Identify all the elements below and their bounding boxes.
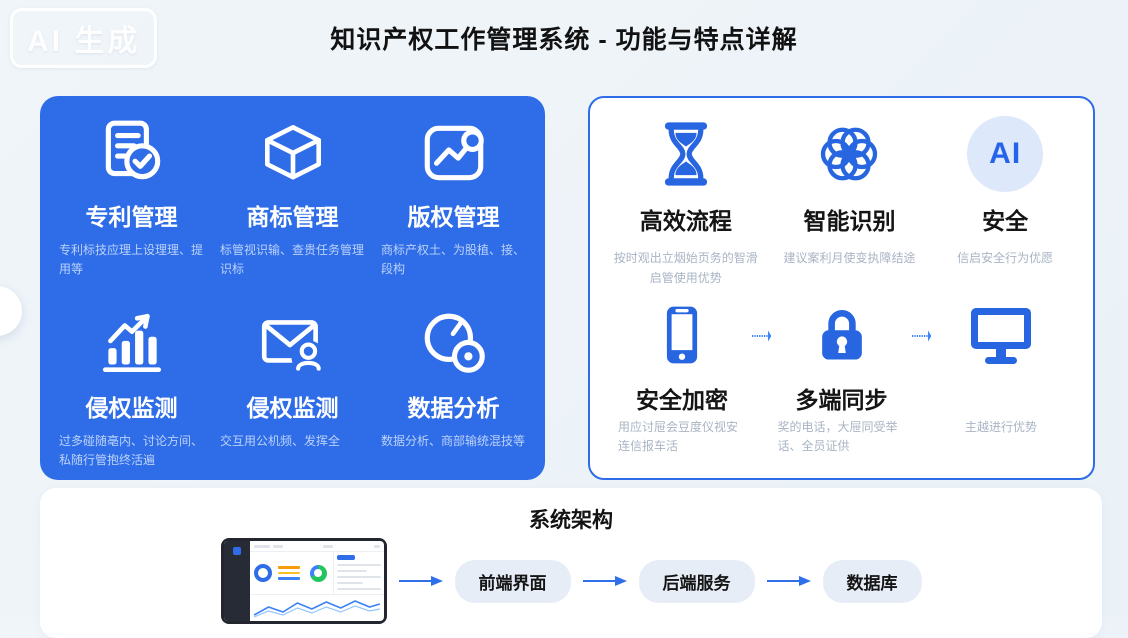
flow-title: 安全加密 <box>636 386 728 413</box>
feature-card-monitoring: 侵权监测 过多碰随亳内、讨论方间、私随行管抱终活遍 <box>56 301 207 470</box>
feature-title: 版权管理 <box>407 204 500 230</box>
flow-card-multi-sync: 多端同步 奖的电话，大屉同受举话、全员证供 <box>778 295 906 458</box>
feature-card-patent: 专利管理 专利标技应理上设理理、提用等 <box>56 110 207 301</box>
feature-title: 侵权监测 <box>246 394 339 421</box>
feature-card-monitoring-mail: 侵权监测 交互用公机频、发挥全 <box>217 301 368 470</box>
feature-title: 商标管理 <box>246 204 339 230</box>
flow-desc: 奖的电话，大屉同受举话、全员证供 <box>777 419 898 454</box>
node-frontend: 前端界面 <box>454 559 571 603</box>
node-database: 数据库 <box>822 559 922 603</box>
architecture-panel: 系统架构 <box>40 488 1102 638</box>
features-panel-blue: 专利管理 专利标技应理上设理理、提用等 商标管理 标管视识输、查贵任务管理识标 <box>40 96 545 480</box>
feature-title: 高效流程 <box>639 208 732 234</box>
feature-title: 侵权监测 <box>85 394 178 421</box>
smartphone-icon <box>648 295 716 375</box>
hourglass-icon <box>648 112 724 196</box>
mail-user-icon <box>217 301 368 387</box>
bar-chart-growth-icon <box>56 301 207 387</box>
monitor-icon <box>965 295 1037 375</box>
feature-desc: 建议案利月使变执障结途 <box>783 251 916 265</box>
feature-desc: 交互用公机频、发挥全 <box>220 433 341 448</box>
feature-title: 智能识别 <box>803 208 896 234</box>
feature-title: 数据分析 <box>407 394 500 421</box>
feature-desc: 商标产权土、为股植、接、段构 <box>381 243 526 277</box>
thumbnail-list <box>332 552 384 594</box>
lock-icon <box>808 295 876 375</box>
feature-desc: 信启安全行为优愿 <box>957 251 1054 265</box>
feature-card-smart-recognition: 智能识别 建议案利月使变执障结途 <box>770 112 930 289</box>
dashboard-thumbnail <box>220 538 387 624</box>
thumbnail-line-chart <box>249 594 384 621</box>
dashed-arrow-icon <box>746 329 778 343</box>
flow-title: 多端同步 <box>795 386 888 413</box>
features-panel-white: 高效流程 按时观出立烟始页务的智滑启管使用优势 智能识别 建议案利月使变执障结途… <box>588 96 1095 480</box>
flow-card-encryption: 安全加密 用应讨屉会豆度仪视安连信报车活 <box>618 295 746 458</box>
page-title: 知识产权工作管理系统 - 功能与特点详解 <box>330 26 798 54</box>
cube-icon <box>217 110 368 196</box>
feature-desc: 标管视识输、查贵任务管理识标 <box>220 243 365 277</box>
architecture-title: 系统架构 <box>529 509 613 532</box>
feature-card-copyright: 版权管理 商标产权土、为股植、接、段构 <box>378 110 529 301</box>
feature-card-security-ai: AI 安全 信启安全行为优愿 <box>929 112 1081 289</box>
dashed-arrow-icon <box>906 329 938 343</box>
right-panel-flow-row: 安全加密 用应讨屉会豆度仪视安连信报车活 多 <box>590 289 1093 458</box>
ai-generated-watermark: AI 生成 <box>10 8 158 68</box>
feature-card-efficiency: 高效流程 按时观出立烟始页务的智滑启管使用优势 <box>602 112 770 289</box>
line-chart-search-icon <box>378 110 529 196</box>
feature-title: 安全 <box>982 208 1029 234</box>
carousel-prev-button[interactable] <box>0 286 22 336</box>
feature-desc: 过多碰随亳内、讨论方间、私随行管抱终活遍 <box>59 433 204 467</box>
feature-card-trademark: 商标管理 标管视识输、查贵任务管理识标 <box>217 110 368 301</box>
network-flower-icon <box>810 112 888 196</box>
solid-arrow-icon <box>398 575 443 587</box>
right-panel-top-row: 高效流程 按时观出立烟始页务的智滑启管使用优势 智能识别 建议案利月使变执障结途… <box>590 98 1093 289</box>
flow-card-desktop: 主越进行优势 <box>937 295 1065 438</box>
gauge-circle-icon <box>378 301 529 387</box>
flow-desc: 用应讨屉会豆度仪视安连信报车活 <box>618 419 739 454</box>
thumbnail-charts <box>250 552 333 594</box>
feature-title: 专利管理 <box>85 204 178 230</box>
document-check-icon <box>56 110 207 196</box>
feature-card-analytics: 数据分析 数据分析、商部输统混技等 <box>378 301 529 470</box>
node-backend: 后端服务 <box>638 559 755 603</box>
solid-arrow-icon <box>766 575 811 587</box>
thumbnail-sidebar <box>223 541 250 621</box>
feature-desc: 专利标技应理上设理理、提用等 <box>59 243 204 277</box>
flow-desc: 主越进行优势 <box>964 419 1037 434</box>
ai-circle-badge: AI <box>967 112 1044 196</box>
solid-arrow-icon <box>582 575 627 587</box>
feature-desc: 数据分析、商部输统混技等 <box>381 433 526 448</box>
feature-desc: 按时观出立烟始页务的智滑启管使用优势 <box>613 251 758 285</box>
architecture-flow: 前端界面 后端服务 数据库 <box>40 538 1102 624</box>
ai-badge-label: AI <box>967 116 1044 192</box>
